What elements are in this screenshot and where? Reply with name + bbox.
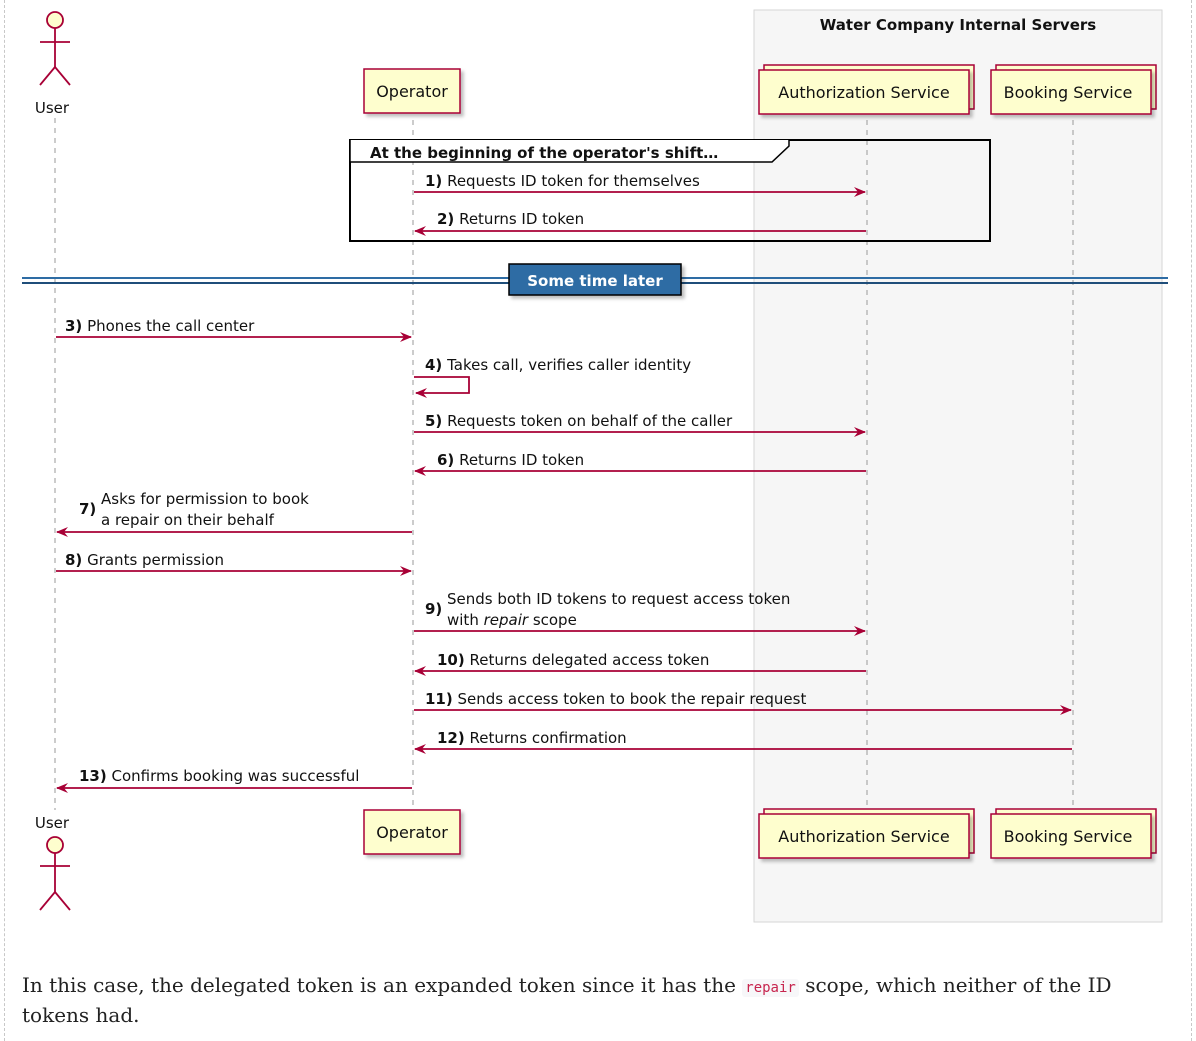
auth-service-box-top: Authorization Service <box>758 64 975 115</box>
shift-fragment: At the beginning of the operator's shift… <box>349 139 991 242</box>
user-actor-bottom <box>39 836 71 911</box>
message-label: 4) Takes call, verifies caller identity <box>425 356 691 374</box>
auth-service-box-bottom: Authorization Service <box>758 808 975 859</box>
message-label: 13) Confirms booking was successful <box>79 767 359 785</box>
sequence-diagram: Water Company Internal Servers User Oper… <box>22 9 1168 923</box>
operator-box-top: Operator <box>363 68 461 114</box>
user-actor-top <box>39 11 71 86</box>
booking-service-box-bottom: Booking Service <box>990 808 1157 859</box>
message-text-line1: Asks for permission to book <box>101 490 309 508</box>
booking-service-box-top: Booking Service <box>990 64 1157 115</box>
internal-servers-title: Water Company Internal Servers <box>820 16 1096 34</box>
message-text-line2: a repair on their behalf <box>101 511 275 529</box>
booking-service-label-top: Booking Service <box>1004 83 1133 102</box>
message-label: 6) Returns ID token <box>437 451 584 469</box>
message-label: 2) Returns ID token <box>437 210 584 228</box>
message-label: 3) Phones the call center <box>65 317 255 335</box>
caption-text-before: In this case, the delegated token is an … <box>22 973 743 997</box>
message-number: 9) <box>425 600 442 618</box>
operator-label-bottom: Operator <box>376 823 448 842</box>
divider-label: Some time later <box>527 272 663 290</box>
auth-service-label-bottom: Authorization Service <box>778 827 949 846</box>
message-label: 12) Returns confirmation <box>437 729 627 747</box>
message-label: 10) Returns delegated access token <box>437 651 709 669</box>
internal-servers-box <box>753 9 1163 923</box>
fragment-label: At the beginning of the operator's shift… <box>370 144 718 162</box>
caption-paragraph: In this case, the delegated token is an … <box>22 972 1162 1029</box>
time-divider: Some time later <box>22 263 1168 296</box>
booking-service-label-bottom: Booking Service <box>1004 827 1133 846</box>
caption-code-repair: repair <box>742 979 799 997</box>
user-label-bottom: User <box>35 814 70 832</box>
message-text-line1: Sends both ID tokens to request access t… <box>447 590 790 608</box>
message-label: 1) Requests ID token for themselves <box>425 172 700 190</box>
message-label: 8) Grants permission <box>65 551 224 569</box>
message-arrow-self <box>414 376 470 398</box>
message-label: 5) Requests token on behalf of the calle… <box>425 412 733 430</box>
message-label: 11) Sends access token to book the repai… <box>425 690 806 708</box>
message-text-line2: with repair scope <box>447 611 577 629</box>
operator-label-top: Operator <box>376 82 448 101</box>
user-label-top: User <box>35 99 70 117</box>
auth-service-label-top: Authorization Service <box>778 83 949 102</box>
page-frame <box>4 0 1192 1041</box>
operator-box-bottom: Operator <box>363 809 461 855</box>
caption-text-after: scope, which neither of the ID tokens ha… <box>22 973 1112 1027</box>
message-number: 7) <box>79 500 96 518</box>
